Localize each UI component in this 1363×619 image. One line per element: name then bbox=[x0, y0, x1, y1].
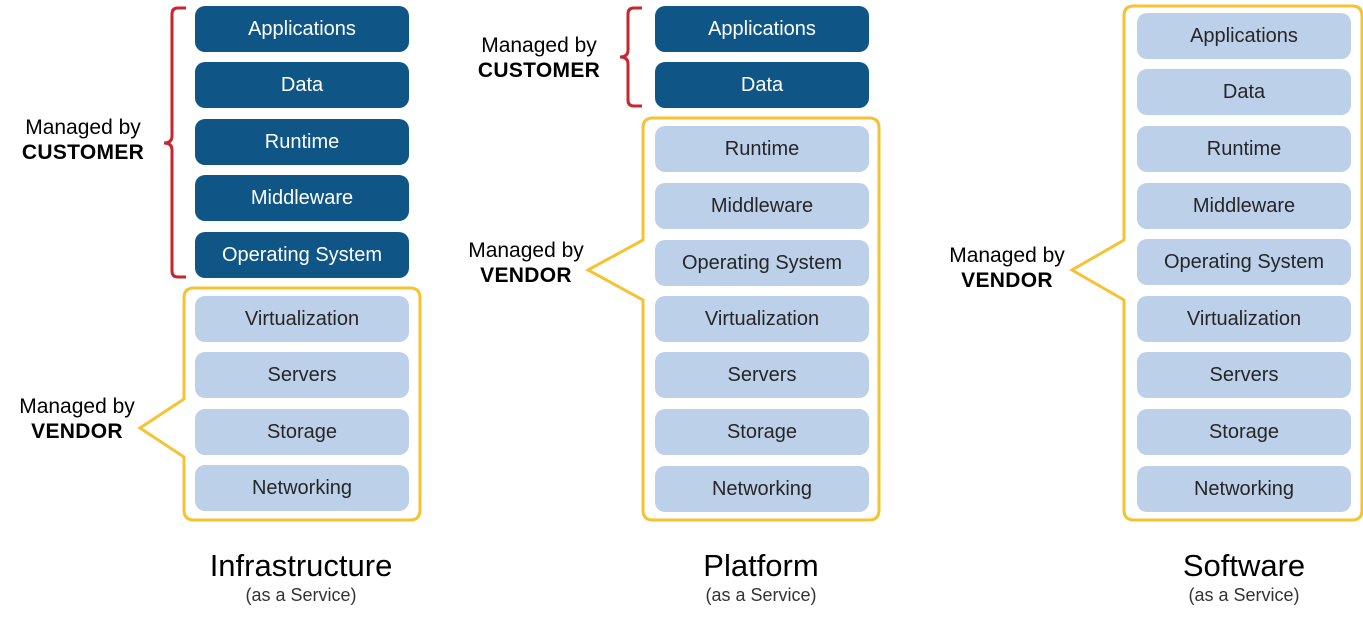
customer-label-line1: Managed by bbox=[25, 116, 141, 139]
layer-applications: Applications bbox=[195, 6, 409, 52]
column-title: Infrastructure (as a Service) bbox=[171, 548, 431, 606]
vendor-callout bbox=[1068, 4, 1363, 522]
layer-runtime: Runtime bbox=[195, 119, 409, 165]
vendor-callout bbox=[137, 286, 422, 522]
customer-label-line2: CUSTOMER bbox=[21, 141, 145, 164]
column-title-main: Platform bbox=[703, 548, 819, 583]
layer-servers: Servers bbox=[195, 352, 409, 398]
layer-data: Data bbox=[1137, 69, 1351, 115]
layer-virtualization: Virtualization bbox=[1137, 296, 1351, 342]
layer-storage: Storage bbox=[655, 409, 869, 455]
layer-applications: Applications bbox=[655, 6, 869, 52]
vendor-label: Managed by VENDOR bbox=[4, 394, 150, 444]
vendor-label-line2: VENDOR bbox=[31, 420, 123, 443]
vendor-callout bbox=[584, 116, 881, 522]
column-title-main: Infrastructure bbox=[209, 548, 393, 583]
vendor-label-line1: Managed by bbox=[949, 244, 1065, 267]
column-title: Platform (as a Service) bbox=[631, 548, 891, 606]
layer-runtime: Runtime bbox=[655, 126, 869, 172]
customer-label: Managed by CUSTOMER bbox=[10, 115, 156, 165]
column-title-main: Software bbox=[1182, 548, 1306, 583]
vendor-label: Managed by VENDOR bbox=[453, 238, 599, 288]
layer-servers: Servers bbox=[655, 352, 869, 398]
layer-networking: Networking bbox=[655, 466, 869, 512]
column-title-sub: (as a Service) bbox=[705, 585, 817, 605]
layer-operating-system: Operating System bbox=[655, 240, 869, 286]
customer-label: Managed by CUSTOMER bbox=[466, 33, 612, 83]
layer-virtualization: Virtualization bbox=[195, 296, 409, 342]
customer-label-line1: Managed by bbox=[481, 34, 597, 57]
layer-networking: Networking bbox=[1137, 466, 1351, 512]
layer-runtime: Runtime bbox=[1137, 126, 1351, 172]
layer-operating-system: Operating System bbox=[1137, 239, 1351, 285]
column-title: Software (as a Service) bbox=[1114, 548, 1363, 606]
column-title-sub: (as a Service) bbox=[245, 585, 357, 605]
layer-middleware: Middleware bbox=[195, 175, 409, 221]
layer-storage: Storage bbox=[195, 409, 409, 455]
layer-operating-system: Operating System bbox=[195, 232, 409, 278]
customer-bracket bbox=[619, 6, 642, 108]
layer-middleware: Middleware bbox=[1137, 183, 1351, 229]
vendor-label-line1: Managed by bbox=[19, 395, 135, 418]
layer-virtualization: Virtualization bbox=[655, 296, 869, 342]
layer-storage: Storage bbox=[1137, 409, 1351, 455]
vendor-label: Managed by VENDOR bbox=[934, 243, 1080, 293]
vendor-label-line2: VENDOR bbox=[961, 269, 1053, 292]
layer-data: Data bbox=[655, 62, 869, 108]
layer-middleware: Middleware bbox=[655, 183, 869, 229]
vendor-label-line1: Managed by bbox=[468, 239, 584, 262]
column-title-sub: (as a Service) bbox=[1188, 585, 1300, 605]
layer-data: Data bbox=[195, 62, 409, 108]
layer-servers: Servers bbox=[1137, 352, 1351, 398]
customer-bracket bbox=[163, 6, 186, 279]
customer-label-line2: CUSTOMER bbox=[477, 59, 601, 82]
vendor-label-line2: VENDOR bbox=[480, 264, 572, 287]
layer-applications: Applications bbox=[1137, 13, 1351, 59]
layer-networking: Networking bbox=[195, 465, 409, 511]
